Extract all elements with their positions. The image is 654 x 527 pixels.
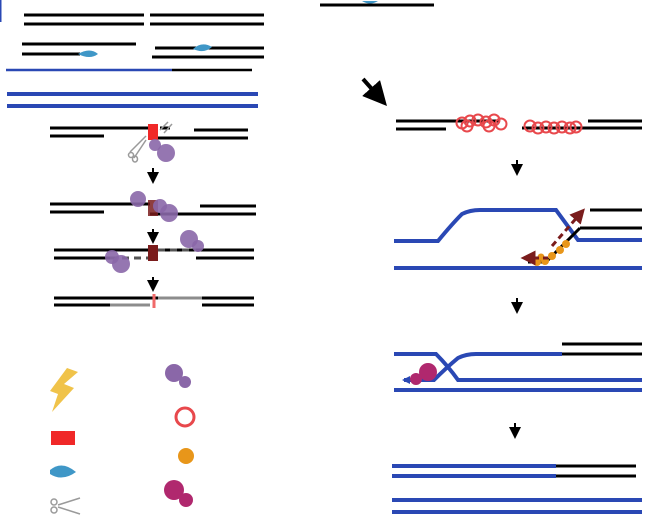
diagonal-arrow [361,77,387,106]
big-small-circle-icon [164,480,193,507]
blocking-adduct [148,245,158,261]
repair-complex-large [112,255,130,273]
lightning-icon [50,368,78,412]
top-right-strand [320,1,434,7]
step-repaired [54,294,254,308]
step-gap-fill [54,230,254,273]
teardrop-icon [50,465,76,478]
step-incision [50,121,248,163]
repair-complex-small [192,240,204,252]
rad51-filament-right [523,119,583,135]
blocking-adduct [148,124,158,140]
nick-protein-teardrop-icon [193,44,212,52]
nicked-strands-row [22,42,264,59]
scissors-icon [159,121,173,134]
scissors-icon [50,497,81,515]
extension-arrow [550,208,585,247]
red-block-icon [51,431,75,445]
repair-complex-large [160,204,178,222]
rad51-filament-left [455,113,508,133]
strand-invasion-step [394,208,642,270]
repair-complex-large [157,144,175,162]
final-repaired-duplex [392,464,642,514]
strand-end-arrow [402,376,410,384]
ring-icon [174,406,196,428]
step-excision [50,191,256,222]
scissors-icon [127,135,147,163]
repair-complex-small [149,139,161,151]
nick-protein-teardrop-icon [78,50,98,57]
legend [50,364,196,515]
rpa-proteins [533,240,570,266]
two-circle-icon [165,364,191,388]
template-duplex-left [7,92,258,108]
repair-complex-large [130,191,146,207]
blocking-adduct [148,200,158,216]
top-left-double-strands [24,13,264,26]
polymerase-small [410,373,422,385]
dot-icon [178,448,194,464]
resection-step [396,113,642,135]
synthesis-step [394,342,642,392]
polymerase-large [419,363,437,381]
